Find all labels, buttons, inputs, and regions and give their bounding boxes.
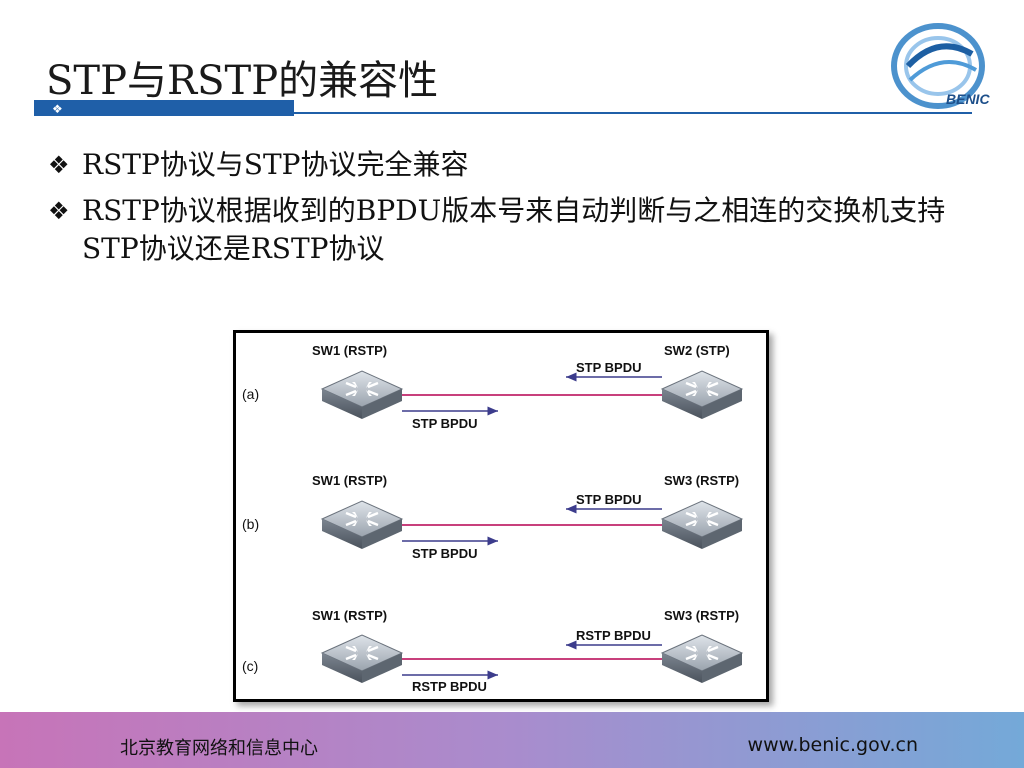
diamond-icon: ❖ — [52, 102, 63, 116]
bottom-bpdu-label: RSTP BPDU — [412, 679, 487, 694]
compatibility-diagram: SW1 (RSTP) SW2 (STP) (a) STP BPDU STP BP… — [233, 330, 769, 702]
bottom-bpdu-label: STP BPDU — [412, 546, 478, 561]
title-rule — [34, 112, 972, 114]
diamond-bullet-icon: ❖ — [48, 197, 70, 225]
left-switch-label: SW1 (RSTP) — [312, 608, 387, 623]
bullet-text: RSTP协议与STP协议完全兼容 — [82, 148, 469, 181]
right-switch-label: SW3 (RSTP) — [664, 473, 739, 488]
row-label: (b) — [242, 516, 259, 532]
left-switch-label: SW1 (RSTP) — [312, 473, 387, 488]
switch-icon — [320, 633, 404, 685]
row-label: (a) — [242, 386, 259, 402]
switch-icon — [320, 369, 404, 421]
footer-url: www.benic.gov.cn — [747, 734, 918, 756]
right-switch-label: SW3 (RSTP) — [664, 608, 739, 623]
diagram-row-b: SW1 (RSTP) SW3 (RSTP) (b) STP BPDU STP B… — [242, 473, 744, 561]
benic-logo: BENIC — [880, 14, 1000, 114]
slide-title: STP与RSTP的兼容性 — [46, 58, 439, 104]
row-label: (c) — [242, 658, 258, 674]
bullet-item: ❖ RSTP协议与STP协议完全兼容 — [48, 146, 988, 184]
switch-icon — [660, 633, 744, 685]
top-bpdu-label: STP BPDU — [576, 360, 642, 375]
logo-text: BENIC — [946, 91, 990, 107]
diagram-row-c: SW1 (RSTP) SW3 (RSTP) (c) RSTP BPDU RSTP… — [242, 608, 744, 694]
footer-bar: 北京教育网络和信息中心 www.benic.gov.cn — [0, 712, 1024, 768]
top-bpdu-label: STP BPDU — [576, 492, 642, 507]
switch-icon — [320, 499, 404, 551]
bullet-list: ❖ RSTP协议与STP协议完全兼容 ❖ RSTP协议根据收到的BPDU版本号来… — [48, 146, 988, 276]
diagram-row-a: SW1 (RSTP) SW2 (STP) (a) STP BPDU STP BP… — [242, 343, 744, 431]
right-switch-label: SW2 (STP) — [664, 343, 730, 358]
footer-org: 北京教育网络和信息中心 — [120, 738, 318, 759]
switch-icon — [660, 369, 744, 421]
bottom-bpdu-label: STP BPDU — [412, 416, 478, 431]
bullet-item: ❖ RSTP协议根据收到的BPDU版本号来自动判断与之相连的交换机支持STP协议… — [48, 192, 988, 268]
diamond-bullet-icon: ❖ — [48, 151, 70, 179]
bullet-text: RSTP协议根据收到的BPDU版本号来自动判断与之相连的交换机支持STP协议还是… — [82, 194, 946, 265]
left-switch-label: SW1 (RSTP) — [312, 343, 387, 358]
title-accent-bar — [34, 100, 294, 116]
top-bpdu-label: RSTP BPDU — [576, 628, 651, 643]
switch-icon — [660, 499, 744, 551]
